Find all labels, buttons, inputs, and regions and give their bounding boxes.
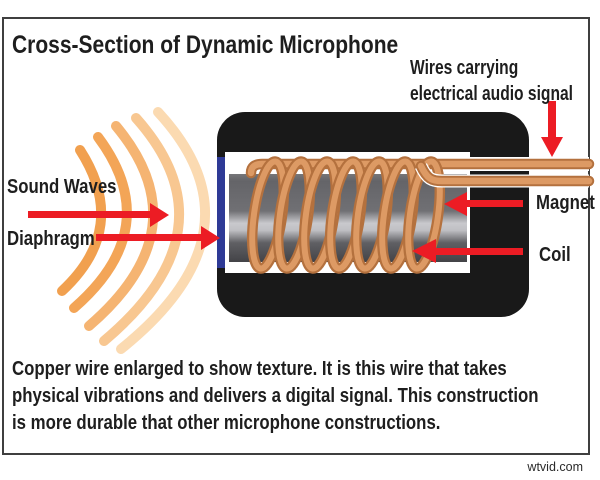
wire-bottom-core [417, 162, 593, 185]
magnet-label: Magnet [536, 192, 595, 214]
caption-text: Copper wire enlarged to show texture. It… [12, 356, 539, 437]
sound-waves-arrow [28, 203, 169, 227]
diaphragm-arrow [96, 226, 220, 250]
wires-label: Wires carrying electrical audio signal [410, 55, 573, 107]
wire-bottom [415, 160, 595, 188]
coil-rings [246, 156, 446, 274]
wires-label-line2: electrical audio signal [410, 83, 573, 105]
magnet-arrow [444, 192, 523, 216]
diaphragm-membrane [217, 157, 225, 268]
callout-arrows [28, 101, 563, 263]
wires-down-arrow [541, 101, 563, 157]
sound-wave-arc-3 [84, 121, 159, 331]
caption-line2: physical vibrations and delivers a digit… [12, 385, 539, 407]
watermark: wtvid.com [527, 460, 583, 474]
caption-line1: Copper wire enlarged to show texture. It… [12, 358, 507, 380]
coil-ring [405, 158, 443, 272]
page-title: Cross-Section of Dynamic Microphone [12, 31, 399, 59]
sound-waves-label: Sound Waves [7, 176, 117, 198]
wire-top-core [247, 160, 593, 177]
diaphragm-label: Diaphragm [7, 228, 95, 250]
coil-label: Coil [539, 244, 571, 266]
sound-wave-arc-4 [99, 113, 185, 346]
caption-line3: is more durable that other microphone co… [12, 412, 441, 434]
sound-wave-arc-1 [57, 145, 107, 296]
wires-label-line1: Wires carrying [410, 57, 519, 79]
coil-arrow [412, 239, 523, 263]
wire-top [244, 157, 595, 179]
sound-wave-arc-2 [69, 132, 132, 313]
